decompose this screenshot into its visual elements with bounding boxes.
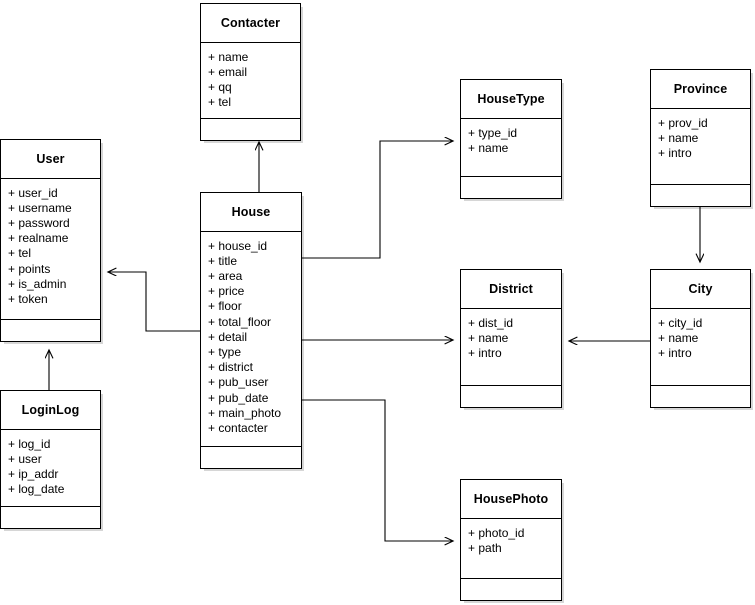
class-operations-housetype xyxy=(461,177,561,198)
class-attributes-housetype: + type_id+ name xyxy=(461,119,561,177)
class-attributes-user: + user_id+ username+ password+ realname+… xyxy=(1,179,100,320)
class-name-house: House xyxy=(201,193,301,232)
class-attribute: + dist_id xyxy=(468,315,514,330)
class-attribute: + name xyxy=(468,140,509,155)
class-box-city[interactable]: City+ city_id+ name+ intro xyxy=(650,269,751,408)
class-attribute: + price xyxy=(208,284,245,299)
class-attribute: + intro xyxy=(468,345,502,360)
class-attributes-housephoto: + photo_id+ path xyxy=(461,519,561,579)
class-attributes-loginlog: + log_id+ user+ ip_addr+ log_date xyxy=(1,430,100,507)
connector-house-to-housephoto xyxy=(302,399,453,541)
class-box-housetype[interactable]: HouseType+ type_id+ name xyxy=(460,79,562,199)
class-attribute: + token xyxy=(8,291,48,306)
class-attribute: + pub_user xyxy=(208,375,269,390)
class-attribute: + name xyxy=(468,330,509,345)
class-attribute: + tel xyxy=(8,246,32,261)
class-attribute: + intro xyxy=(658,345,692,360)
class-name-contacter: Contacter xyxy=(201,4,300,43)
class-name-housetype: HouseType xyxy=(461,80,561,119)
class-name-province: Province xyxy=(651,70,750,109)
class-attribute: + is_admin xyxy=(8,276,67,291)
class-operations-district xyxy=(461,386,561,407)
class-attribute: + type xyxy=(208,344,242,359)
class-attribute: + user xyxy=(8,451,42,466)
class-name-district: District xyxy=(461,270,561,309)
class-attributes-district: + dist_id+ name+ intro xyxy=(461,309,561,386)
class-attribute: + log_id xyxy=(8,436,51,451)
class-attribute: + city_id xyxy=(658,315,703,330)
class-attribute: + main_photo xyxy=(208,405,282,420)
class-attribute: + title xyxy=(208,253,238,268)
class-name-housephoto: HousePhoto xyxy=(461,480,561,519)
class-name-loginlog: LoginLog xyxy=(1,391,100,430)
class-attribute: + contacter xyxy=(208,420,268,435)
class-attribute: + name xyxy=(658,130,699,145)
class-attribute: + password xyxy=(8,215,70,230)
class-attribute: + points xyxy=(8,261,51,276)
class-name-user: User xyxy=(1,140,100,179)
class-attribute: + detail xyxy=(208,329,248,344)
class-attribute: + path xyxy=(468,540,502,555)
class-attribute: + qq xyxy=(208,79,232,94)
connector-house-to-user xyxy=(108,272,200,332)
class-attribute: + ip_addr xyxy=(8,466,59,481)
class-attribute: + intro xyxy=(658,145,692,160)
class-attribute: + email xyxy=(208,64,248,79)
class-attributes-province: + prov_id+ name+ intro xyxy=(651,109,750,185)
class-attribute: + username xyxy=(8,200,72,215)
class-attribute: + area xyxy=(208,268,243,283)
class-box-user[interactable]: User+ user_id+ username+ password+ realn… xyxy=(0,139,101,342)
class-operations-house xyxy=(201,447,301,468)
class-operations-user xyxy=(1,320,100,341)
class-attribute: + photo_id xyxy=(468,525,525,540)
class-attribute: + pub_date xyxy=(208,390,269,405)
class-attribute: + prov_id xyxy=(658,115,708,130)
class-name-city: City xyxy=(651,270,750,309)
connector-house-to-housetype xyxy=(302,141,453,259)
class-attributes-contacter: + name+ email+ qq+ tel xyxy=(201,43,300,119)
class-attribute: + name xyxy=(208,49,249,64)
class-attribute: + name xyxy=(658,330,699,345)
class-attribute: + log_date xyxy=(8,482,65,497)
class-box-housephoto[interactable]: HousePhoto+ photo_id+ path xyxy=(460,479,562,601)
class-attribute: + floor xyxy=(208,299,242,314)
class-attribute: + user_id xyxy=(8,185,58,200)
class-attribute: + type_id xyxy=(468,125,518,140)
class-attribute: + total_floor xyxy=(208,314,272,329)
class-attribute: + house_id xyxy=(208,238,268,253)
class-box-house[interactable]: House+ house_id+ title+ area+ price+ flo… xyxy=(200,192,302,469)
class-operations-city xyxy=(651,386,750,407)
class-operations-province xyxy=(651,185,750,206)
class-attribute: + district xyxy=(208,360,254,375)
class-box-loginlog[interactable]: LoginLog+ log_id+ user+ ip_addr+ log_dat… xyxy=(0,390,101,529)
class-box-province[interactable]: Province+ prov_id+ name+ intro xyxy=(650,69,751,207)
class-box-contacter[interactable]: Contacter+ name+ email+ qq+ tel xyxy=(200,3,301,141)
class-operations-contacter xyxy=(201,119,300,140)
class-operations-loginlog xyxy=(1,507,100,528)
class-attributes-city: + city_id+ name+ intro xyxy=(651,309,750,386)
class-box-district[interactable]: District+ dist_id+ name+ intro xyxy=(460,269,562,408)
class-attribute: + realname xyxy=(8,231,69,246)
class-attributes-house: + house_id+ title+ area+ price+ floor+ t… xyxy=(201,232,301,447)
class-attribute: + tel xyxy=(208,95,232,110)
class-operations-housephoto xyxy=(461,579,561,600)
